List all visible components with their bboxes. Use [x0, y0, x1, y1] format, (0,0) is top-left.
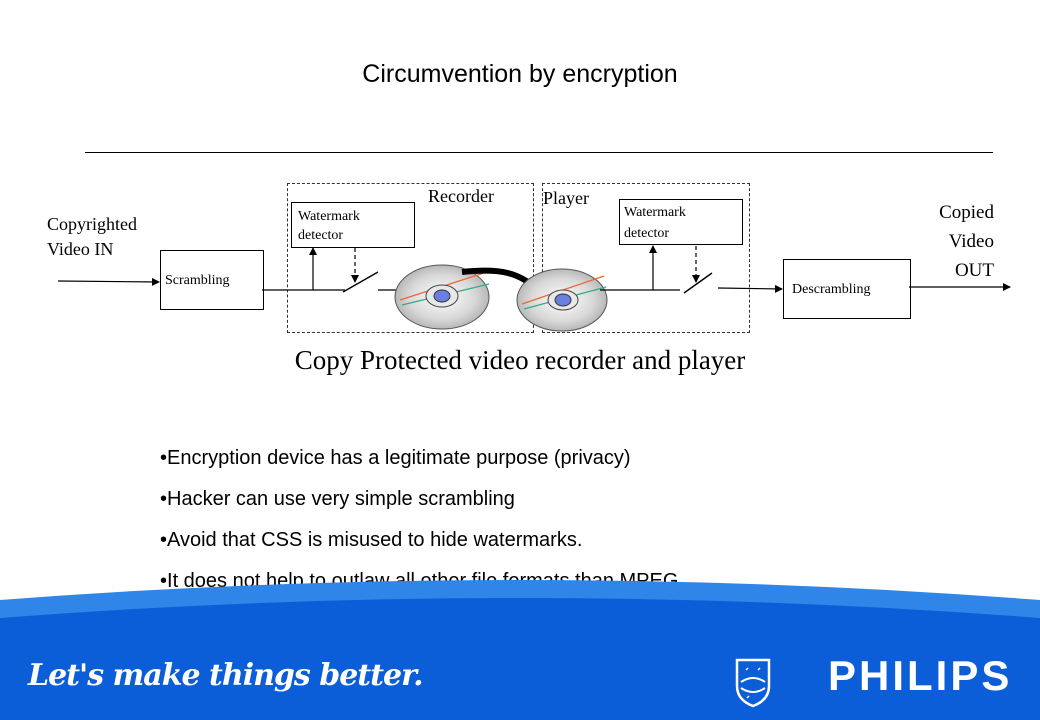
input-label-line2: Video IN: [47, 239, 114, 259]
bullet-item: Encryption device has a legitimate purpo…: [160, 442, 678, 483]
bullet-list: Encryption device has a legitimate purpo…: [160, 442, 678, 606]
recorder-switch: [342, 271, 379, 293]
player-detector-label: Watermark detector: [624, 202, 686, 244]
bullet-item: It does not help to outlaw all other fil…: [160, 565, 678, 606]
recorder-detector-label: Watermark detector: [298, 207, 360, 245]
recorder-detector-line2: detector: [298, 228, 344, 243]
output-label-line3: OUT: [954, 260, 994, 281]
descrambling-label: Descrambling: [792, 282, 871, 297]
output-label: Copied Video OUT: [900, 198, 994, 285]
output-label-line2: Video: [948, 231, 994, 252]
recorder-disc-icon: [394, 264, 490, 330]
input-label: Copyrighted Video IN: [47, 212, 137, 262]
input-arrow: [57, 277, 160, 286]
slide-title: Circumvention by encryption: [362, 60, 678, 88]
player-switch: [683, 272, 713, 294]
title-divider: [85, 152, 993, 153]
brand-logo: PHILIPS: [828, 652, 1013, 699]
bullet-item: Hacker can use very simple scrambling: [160, 483, 678, 524]
bullet-item: Avoid that CSS is misused to hide waterm…: [160, 524, 678, 565]
output-label-line1: Copied: [939, 202, 994, 223]
recorder-label: Recorder: [428, 186, 494, 206]
player-disc-icon: [516, 268, 608, 332]
diagram-caption: Copy Protected video recorder and player: [294, 345, 746, 375]
scrambling-box: Scrambling: [160, 250, 264, 310]
input-label-line1: Copyrighted: [47, 214, 137, 234]
recorder-detector-line1: Watermark: [298, 209, 360, 224]
player-detector-line1: Watermark: [624, 205, 686, 220]
recorder-watermark-detector: Watermark detector: [291, 202, 415, 248]
scrambling-label: Scrambling: [165, 273, 230, 288]
descrambling-box: Descrambling: [783, 259, 911, 319]
recorder-region: [287, 183, 534, 333]
player-detector-line2: detector: [624, 226, 670, 241]
slogan: Let's make things better.: [28, 658, 424, 693]
to-descrambling-arrow: [717, 284, 783, 293]
player-label: Player: [543, 188, 589, 208]
player-watermark-detector: Watermark detector: [619, 199, 743, 245]
player-region: [542, 183, 750, 333]
